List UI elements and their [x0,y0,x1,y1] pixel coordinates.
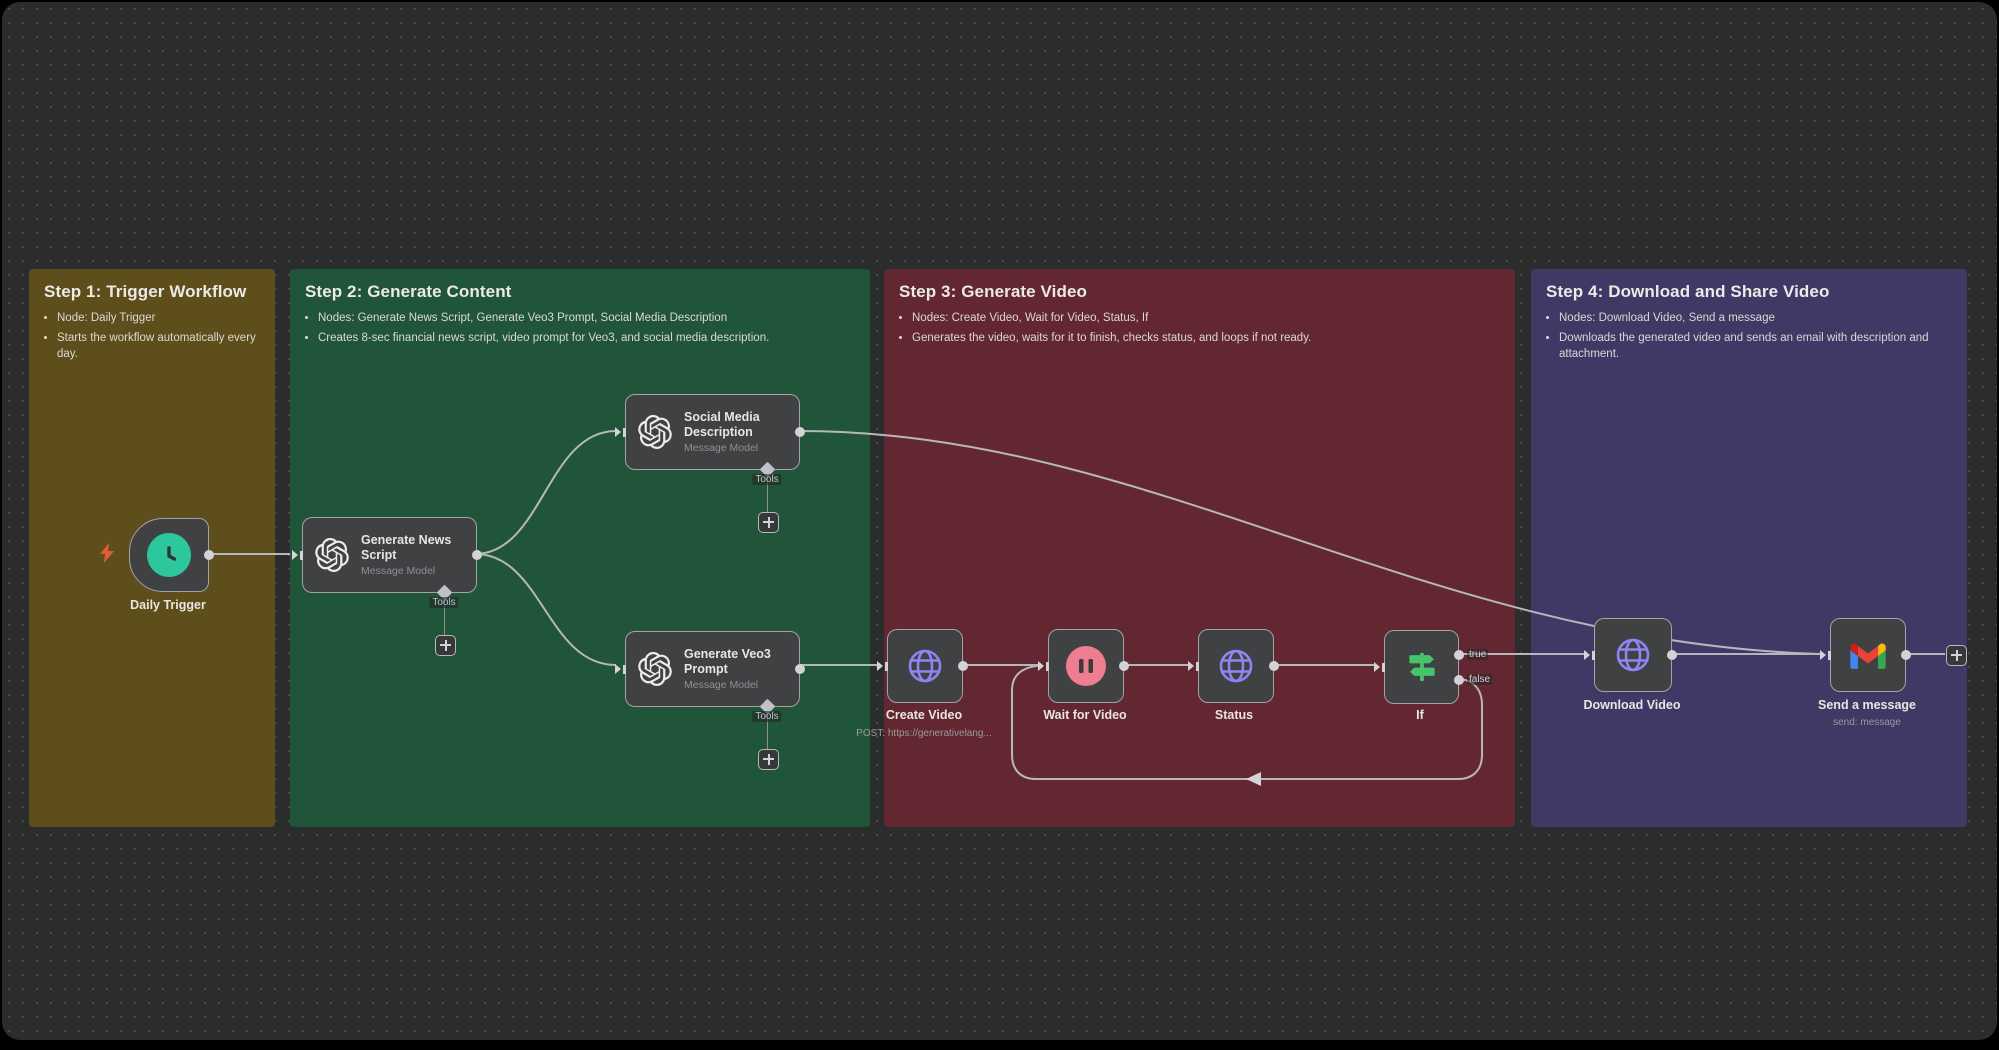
add-tool-button[interactable] [758,512,779,533]
node-create-video[interactable] [877,629,968,703]
output-port[interactable] [1269,661,1279,671]
sticky-bullets: Node: Daily Trigger Starts the workflow … [29,310,275,363]
output-label-false: false [1467,674,1493,685]
input-port[interactable] [1820,650,1831,660]
node-title: Social Media Description [684,410,760,439]
node-social-media-description[interactable]: Social Media Description Message Model T… [615,394,805,533]
pause-icon [1049,630,1123,702]
node-label-download-video: Download Video [1583,698,1681,712]
output-port[interactable] [1667,650,1677,660]
node-subtitle: Message Model [361,564,436,577]
node-label-create-video: Create Video [885,708,963,722]
sticky-title: Step 3: Generate Video [899,282,1088,301]
globe-icon [888,630,962,702]
sticky-bullet: Downloads the generated video and sends … [1559,330,1953,363]
globe-icon [1595,619,1671,691]
node-label-status: Status [1214,708,1254,722]
node-download-video[interactable] [1584,618,1677,692]
input-port[interactable] [1374,662,1385,672]
output-port-true[interactable]: true [1454,649,1489,660]
openai-icon [626,652,684,686]
node-generate-veo3-prompt[interactable]: Generate Veo3 Prompt Message Model Tools [615,631,805,770]
output-label-true: true [1467,649,1489,660]
output-port[interactable] [958,661,968,671]
sticky-bullets: Nodes: Download Video, Send a message Do… [1531,310,1967,363]
input-port[interactable] [615,427,626,437]
input-port[interactable] [1038,661,1049,671]
openai-icon [303,538,361,572]
tools-connector-line [766,706,768,749]
node-sublabel-send-message: send: message [1833,717,1901,728]
tools-port-label: Tools [752,474,782,485]
globe-icon [1199,630,1273,702]
input-port[interactable] [1584,650,1595,660]
sticky-note-step3[interactable]: Step 3: Generate Video Nodes: Create Vid… [884,269,1515,827]
node-label-send-message: Send a message [1818,698,1916,712]
signpost-icon [1385,631,1458,703]
node-label-wait-for-video: Wait for Video [1043,708,1127,722]
output-port[interactable] [472,550,482,560]
tools-connector-line [443,592,445,635]
sticky-bullet: Creates 8-sec financial news script, vid… [318,330,856,347]
clock-icon [147,533,191,577]
sticky-title: Step 1: Trigger Workflow [44,282,247,301]
input-port[interactable] [877,661,888,671]
edge-news-to-veo3 [474,553,617,666]
add-tool-button[interactable] [435,635,456,656]
loop-arrowhead [1246,772,1261,786]
sticky-bullet: Nodes: Generate News Script, Generate Ve… [318,310,856,327]
edge-if-false-loop [1011,664,1483,780]
sticky-bullets: Nodes: Create Video, Wait for Video, Sta… [884,310,1515,346]
output-port[interactable] [795,664,805,674]
node-label-if: If [1416,708,1424,722]
node-sublabel-create-video: POST: https://generativelang... [856,728,992,739]
input-port[interactable] [615,664,626,674]
tools-connector-line [766,469,768,512]
lightning-bolt-icon [100,543,114,563]
node-wait-for-video[interactable] [1038,629,1129,703]
sticky-bullet: Generates the video, waits for it to fin… [912,330,1501,347]
sticky-bullet: Nodes: Download Video, Send a message [1559,310,1953,327]
output-port[interactable] [1901,650,1911,660]
add-node-button[interactable] [1946,645,1967,666]
sticky-bullet: Node: Daily Trigger [57,310,261,327]
tools-port-label: Tools [752,711,782,722]
sticky-bullets: Nodes: Generate News Script, Generate Ve… [290,310,870,346]
output-port[interactable] [1119,661,1129,671]
node-generate-news-script[interactable]: Generate News Script Message Model Tools [292,517,482,656]
sticky-title: Step 4: Download and Share Video [1546,282,1830,301]
add-tool-button[interactable] [758,749,779,770]
node-title: Generate News Script [361,533,452,562]
tools-port-label: Tools [429,597,459,608]
sticky-bullet: Starts the workflow automatically every … [57,330,261,363]
gmail-icon [1831,619,1905,691]
node-title: Generate Veo3 Prompt [684,647,771,676]
sticky-bullet: Nodes: Create Video, Wait for Video, Sta… [912,310,1501,327]
node-label-daily-trigger: Daily Trigger [130,598,206,612]
sticky-title: Step 2: Generate Content [305,282,512,301]
node-daily-trigger[interactable] [129,518,214,592]
output-port[interactable] [795,427,805,437]
node-subtitle: Message Model [684,441,759,454]
input-port[interactable] [292,550,303,560]
node-status[interactable] [1188,629,1279,703]
node-send-message[interactable] [1820,618,1911,692]
output-port[interactable] [204,550,214,560]
sticky-note-step4[interactable]: Step 4: Download and Share Video Nodes: … [1531,269,1967,827]
edge-news-to-social [474,430,617,555]
openai-icon [626,415,684,449]
output-port-false[interactable]: false [1454,674,1493,685]
input-port[interactable] [1188,661,1199,671]
node-if[interactable]: true false [1374,630,1493,704]
node-subtitle: Message Model [684,678,759,691]
